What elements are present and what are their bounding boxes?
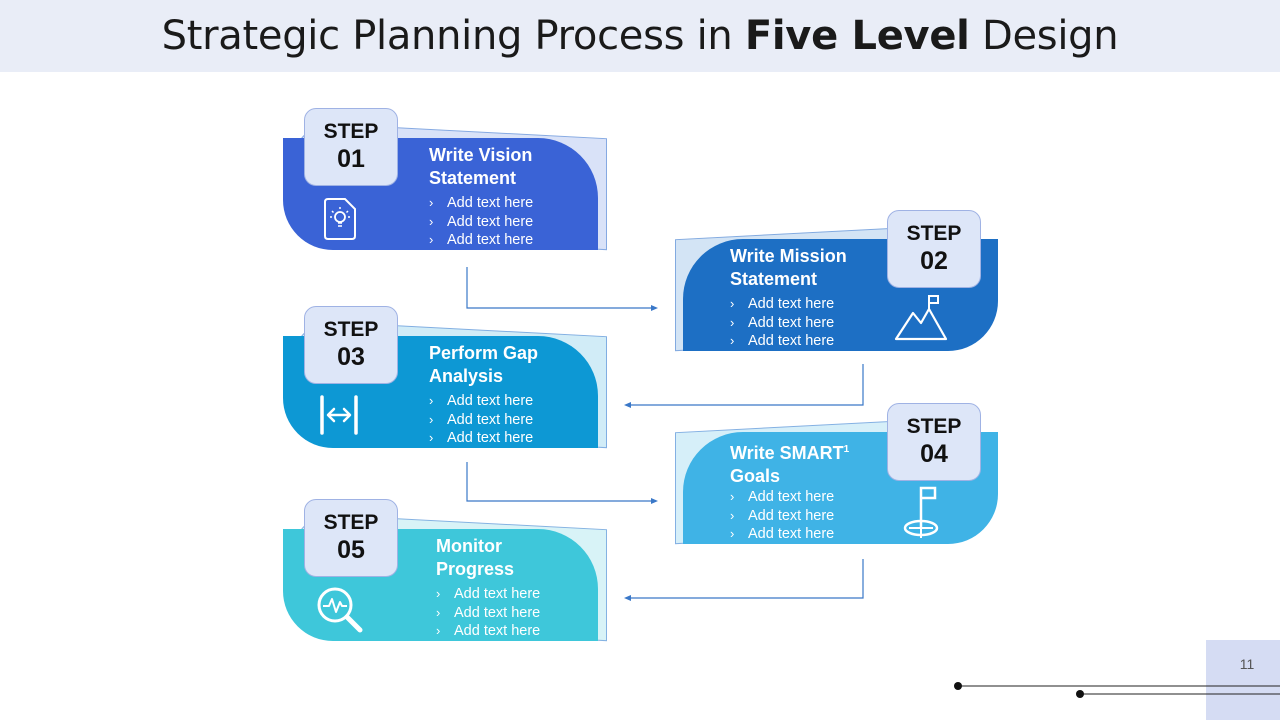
bullet-item: Add text here	[436, 622, 540, 641]
bullet-item: Add text here	[730, 525, 834, 544]
step-bullets: Add text here Add text here Add text her…	[429, 194, 533, 250]
step-bullets: Add text here Add text here Add text her…	[436, 585, 540, 641]
step-title: Write SMART1 Goals	[730, 443, 850, 486]
footer-decoration-lines	[954, 682, 1280, 698]
bullet-item: Add text here	[429, 411, 533, 430]
magnifier-pulse-icon	[315, 585, 365, 635]
lightbulb-document-icon	[321, 196, 359, 242]
bullet-item: Add text here	[429, 429, 533, 448]
step-bullets: Add text here Add text here Add text her…	[730, 295, 834, 351]
bullet-item: Add text here	[429, 231, 533, 250]
mountain-flag-icon	[893, 293, 949, 343]
connector-3-4	[466, 462, 658, 504]
bullet-item: Add text here	[436, 585, 540, 604]
connector-2-3	[624, 364, 864, 408]
bullet-item: Add text here	[730, 507, 834, 526]
bullet-item: Add text here	[429, 194, 533, 213]
step-bullets: Add text here Add text here Add text her…	[730, 488, 834, 544]
connector-1-2	[466, 267, 658, 311]
page-number-box	[1206, 640, 1280, 720]
bullet-item: Add text here	[436, 604, 540, 623]
page-title: Strategic Planning Process in Five Level…	[161, 13, 1119, 59]
bullet-item: Add text here	[429, 392, 533, 411]
target-flag-icon	[901, 484, 945, 540]
bullet-item: Add text here	[730, 295, 834, 314]
page-number: 11	[1239, 656, 1255, 672]
connector-4-5	[624, 559, 864, 601]
step-bullets: Add text here Add text here Add text her…	[429, 392, 533, 448]
bullet-item: Add text here	[730, 332, 834, 351]
bullet-item: Add text here	[730, 314, 834, 333]
bullet-item: Add text here	[429, 213, 533, 232]
bullet-item: Add text here	[730, 488, 834, 507]
gap-arrows-icon	[318, 394, 360, 436]
title-bar: Strategic Planning Process in Five Level…	[0, 0, 1280, 72]
